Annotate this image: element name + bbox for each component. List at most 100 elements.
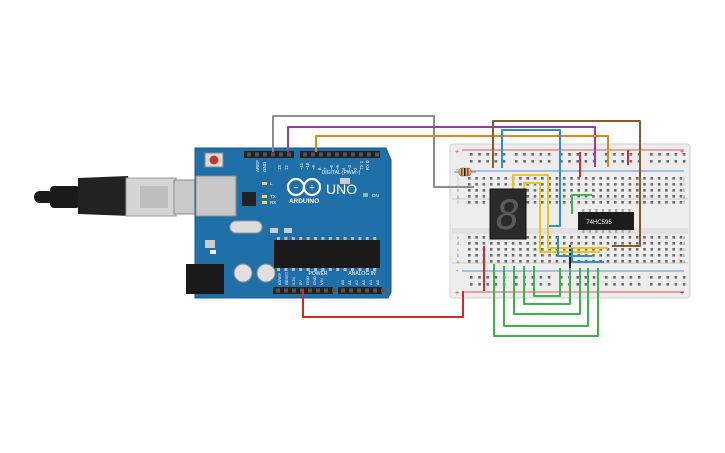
breadboard-hole[interactable]: [555, 242, 559, 245]
breadboard-hole[interactable]: [468, 236, 471, 239]
breadboard-hole[interactable]: [643, 260, 646, 263]
rail-hole[interactable]: [674, 160, 678, 163]
rail-hole[interactable]: [547, 276, 551, 279]
breadboard-hole[interactable]: [548, 242, 551, 245]
breadboard-hole[interactable]: [672, 183, 675, 186]
wire-green-4[interactable]: [523, 266, 571, 305]
breadboard-hole[interactable]: [679, 189, 683, 192]
rail-hole[interactable]: [486, 276, 489, 279]
header-pin-hole[interactable]: [373, 288, 377, 293]
breadboard-hole[interactable]: [555, 260, 559, 263]
rail-hole[interactable]: [674, 283, 678, 286]
rail-hole[interactable]: [531, 160, 534, 163]
breadboard-hole[interactable]: [577, 236, 581, 239]
rail-hole[interactable]: [486, 160, 489, 163]
breadboard-hole[interactable]: [548, 195, 551, 198]
header-pin-hole[interactable]: [324, 288, 328, 293]
rail-hole[interactable]: [470, 153, 473, 156]
breadboard-hole[interactable]: [511, 242, 515, 245]
rail-hole[interactable]: [470, 283, 473, 286]
breadboard-hole[interactable]: [533, 248, 537, 251]
header-pin-hole[interactable]: [375, 152, 379, 157]
breadboard-hole[interactable]: [584, 183, 588, 186]
rail-hole[interactable]: [470, 276, 473, 279]
breadboard-hole[interactable]: [584, 248, 588, 251]
breadboard-hole[interactable]: [548, 254, 551, 257]
breadboard-hole[interactable]: [621, 177, 624, 180]
rail-hole[interactable]: [494, 160, 498, 163]
breadboard-hole[interactable]: [606, 201, 610, 204]
breadboard-hole[interactable]: [497, 177, 500, 180]
breadboard-hole[interactable]: [541, 201, 544, 204]
breadboard-hole[interactable]: [475, 242, 478, 245]
breadboard-hole[interactable]: [468, 242, 471, 245]
breadboard-hole[interactable]: [562, 177, 566, 180]
breadboard-hole[interactable]: [592, 189, 595, 192]
breadboard-hole[interactable]: [533, 177, 537, 180]
breadboard-hole[interactable]: [475, 177, 478, 180]
breadboard-hole[interactable]: [526, 201, 529, 204]
rail-hole[interactable]: [637, 283, 641, 286]
rail-hole[interactable]: [629, 160, 633, 163]
rail-hole[interactable]: [605, 153, 608, 156]
breadboard-hole[interactable]: [584, 242, 588, 245]
rail-hole[interactable]: [478, 153, 481, 156]
rail-hole[interactable]: [560, 160, 563, 163]
header-pin-hole[interactable]: [341, 288, 345, 293]
breadboard-hole[interactable]: [643, 189, 646, 192]
rail-hole[interactable]: [666, 283, 669, 286]
rail-hole[interactable]: [584, 276, 588, 279]
breadboard-hole[interactable]: [504, 260, 508, 263]
breadboard-hole[interactable]: [584, 189, 588, 192]
breadboard-hole[interactable]: [468, 177, 471, 180]
breadboard-hole[interactable]: [606, 260, 610, 263]
breadboard-hole[interactable]: [614, 189, 617, 192]
breadboard-hole[interactable]: [650, 260, 654, 263]
breadboard-hole[interactable]: [599, 183, 602, 186]
breadboard-hole[interactable]: [497, 242, 500, 245]
rail-hole[interactable]: [682, 276, 686, 279]
breadboard-hole[interactable]: [468, 189, 471, 192]
rail-hole[interactable]: [621, 160, 624, 163]
breadboard-hole[interactable]: [592, 177, 595, 180]
breadboard-hole[interactable]: [621, 248, 624, 251]
header-pin-hole[interactable]: [327, 152, 331, 157]
rail-hole[interactable]: [621, 283, 624, 286]
breadboard-hole[interactable]: [519, 260, 522, 263]
rail-hole[interactable]: [515, 276, 518, 279]
breadboard-hole[interactable]: [504, 242, 508, 245]
breadboard-hole[interactable]: [489, 242, 493, 245]
breadboard-hole[interactable]: [665, 177, 668, 180]
breadboard-hole[interactable]: [592, 195, 595, 198]
breadboard-hole[interactable]: [628, 195, 632, 198]
breadboard-hole[interactable]: [599, 201, 602, 204]
rail-hole[interactable]: [682, 153, 686, 156]
rail-hole[interactable]: [560, 283, 563, 286]
rail-hole[interactable]: [650, 153, 653, 156]
breadboard-hole[interactable]: [672, 177, 675, 180]
breadboard-hole[interactable]: [628, 201, 632, 204]
breadboard-hole[interactable]: [562, 236, 566, 239]
breadboard-hole[interactable]: [614, 248, 617, 251]
rail-hole[interactable]: [576, 153, 579, 156]
rail-hole[interactable]: [515, 283, 518, 286]
breadboard-hole[interactable]: [562, 189, 566, 192]
rail-hole[interactable]: [568, 160, 571, 163]
rail-hole[interactable]: [658, 153, 661, 156]
header-pin-hole[interactable]: [284, 288, 288, 293]
breadboard-hole[interactable]: [650, 195, 654, 198]
rail-hole[interactable]: [531, 153, 534, 156]
breadboard-hole[interactable]: [679, 183, 683, 186]
rail-hole[interactable]: [539, 276, 543, 279]
breadboard-hole[interactable]: [482, 177, 486, 180]
wire-green-1[interactable]: [493, 264, 599, 337]
header-pin-hole[interactable]: [349, 288, 353, 293]
breadboard-hole[interactable]: [526, 260, 529, 263]
breadboard-hole[interactable]: [679, 177, 683, 180]
breadboard-hole[interactable]: [526, 177, 529, 180]
breadboard-hole[interactable]: [526, 236, 529, 239]
breadboard-hole[interactable]: [519, 242, 522, 245]
breadboard-hole[interactable]: [657, 189, 661, 192]
breadboard-hole[interactable]: [657, 201, 661, 204]
rail-hole[interactable]: [629, 153, 633, 156]
